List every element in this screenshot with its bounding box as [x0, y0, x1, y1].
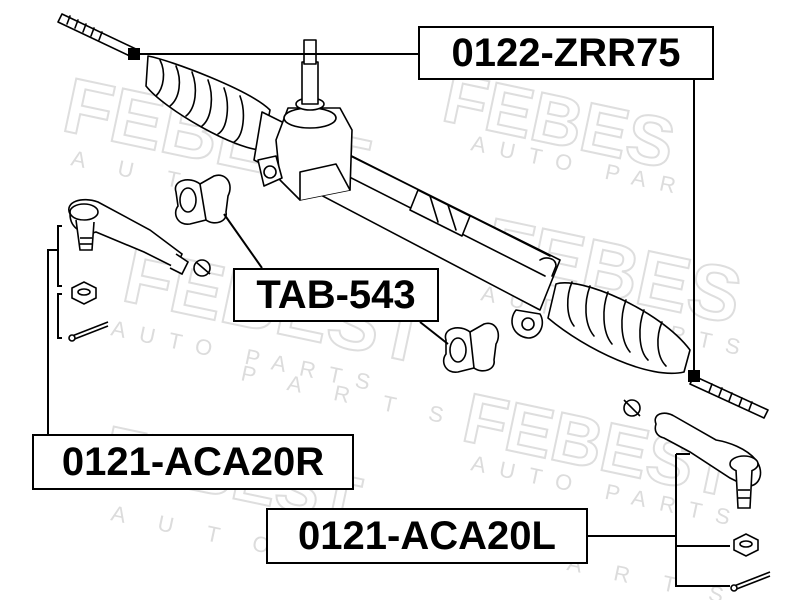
bushings — [174, 174, 500, 373]
label-bushing: TAB-543 — [233, 268, 439, 322]
steering-rack — [57, 13, 769, 419]
inner-tie-rod-left — [57, 13, 139, 59]
leader-bushing-upper — [223, 213, 263, 269]
leader-tie-rod-right-b — [47, 249, 58, 434]
rack-boot-right — [547, 281, 691, 374]
label-rack-end: 0122-ZRR75 — [418, 26, 714, 80]
label-tie-rod-left: 0121-ACA20L — [266, 508, 588, 564]
bushing-lower — [442, 322, 500, 373]
leader-bushing-lower — [419, 321, 449, 345]
leader-markers — [128, 48, 700, 382]
leader-tie-rod-right-a — [57, 225, 62, 287]
leader-lines — [47, 53, 730, 587]
tie-rod-end-right-part — [68, 198, 211, 342]
bushing-upper — [174, 174, 231, 225]
pinion-housing — [257, 39, 353, 201]
leader-tie-rod-right-c — [57, 293, 62, 339]
inner-tie-rod-right — [689, 375, 769, 419]
label-tie-rod-right: 0121-ACA20R — [32, 434, 354, 490]
rack-mount-bracket — [511, 257, 557, 339]
marker-rack-right — [688, 370, 700, 382]
leader-tie-rod-left-b — [675, 454, 730, 587]
marker-rack-left — [128, 48, 140, 60]
tie-rod-end-left-part — [623, 399, 771, 592]
